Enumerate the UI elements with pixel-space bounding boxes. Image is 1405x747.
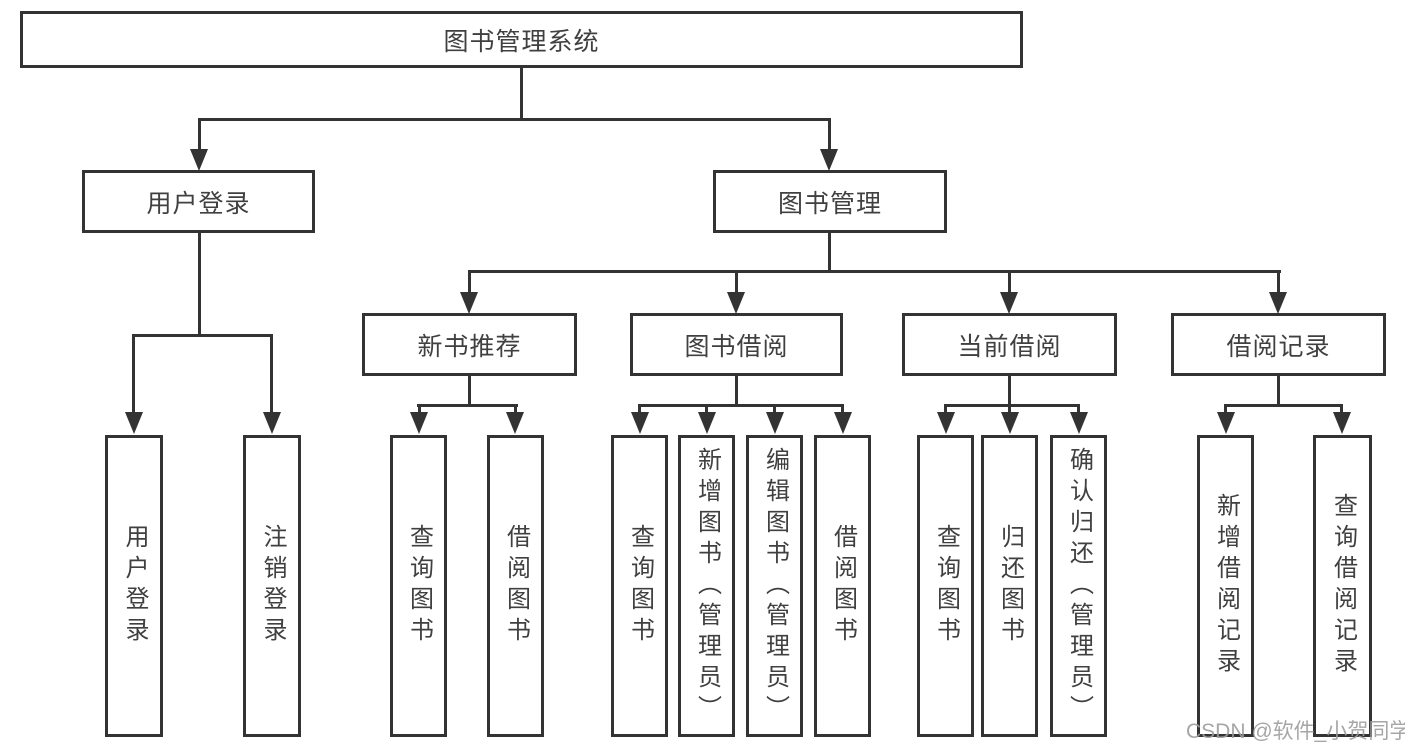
arrow-down-icon bbox=[410, 412, 428, 434]
node-library-system: 图书管理系统 bbox=[20, 11, 1023, 68]
edge-drop bbox=[418, 404, 421, 414]
arrow-down-icon bbox=[1269, 292, 1287, 314]
edge-new-books-stem bbox=[468, 376, 471, 407]
arrow-down-icon bbox=[190, 149, 208, 171]
edge-drop bbox=[1008, 404, 1011, 414]
arrow-down-icon bbox=[1333, 412, 1351, 434]
edge-borrow-rail bbox=[638, 404, 844, 407]
arrow-down-icon bbox=[937, 412, 955, 434]
edge-drop bbox=[468, 270, 471, 295]
edge-current-stem bbox=[1008, 376, 1011, 407]
edge-current-rail bbox=[944, 404, 1079, 407]
leaf-edit-books-admin: 编辑图书（管理员） bbox=[746, 435, 803, 737]
node-new-book-recommend: 新书推荐 bbox=[362, 313, 577, 376]
node-label: 图书借阅 bbox=[684, 332, 789, 361]
node-label: 确认归还（管理员） bbox=[1065, 446, 1093, 726]
node-label: 查询借阅记录 bbox=[1329, 493, 1357, 679]
edge-user-login-drop bbox=[198, 118, 201, 151]
arrow-down-icon bbox=[727, 292, 745, 314]
leaf-return-books: 归还图书 bbox=[981, 435, 1038, 737]
node-label: 用户登录 bbox=[121, 524, 148, 648]
node-label: 查询图书 bbox=[932, 524, 960, 648]
arrow-down-icon bbox=[460, 292, 478, 314]
node-label: 新增图书（管理员） bbox=[693, 446, 721, 726]
node-label: 当前借阅 bbox=[957, 332, 1062, 361]
leaf-query-borrow-record: 查询借阅记录 bbox=[1313, 435, 1372, 737]
node-label: 编辑图书（管理员） bbox=[761, 446, 789, 726]
node-label: 借阅记录 bbox=[1226, 332, 1331, 361]
edge-drop bbox=[270, 334, 273, 414]
edge-drop bbox=[705, 404, 708, 414]
leaf-query-books: 查询图书 bbox=[917, 435, 974, 737]
edge-drop bbox=[1008, 270, 1011, 295]
arrow-down-icon bbox=[1217, 412, 1235, 434]
arrow-down-icon bbox=[820, 149, 838, 171]
edge-new-books-rail bbox=[417, 404, 518, 407]
leaf-add-borrow-record: 新增借阅记录 bbox=[1197, 435, 1254, 737]
node-label: 查询图书 bbox=[405, 524, 433, 648]
edge-drop bbox=[735, 270, 738, 295]
node-label: 借阅图书 bbox=[502, 524, 530, 648]
node-label: 注销登录 bbox=[259, 524, 286, 648]
arrow-down-icon bbox=[1000, 292, 1018, 314]
arrow-down-icon bbox=[631, 412, 649, 434]
edge-drop bbox=[514, 404, 517, 414]
arrow-down-icon bbox=[125, 412, 143, 434]
arrow-down-icon bbox=[834, 412, 852, 434]
node-label: 新增借阅记录 bbox=[1212, 493, 1240, 679]
edge-records-stem bbox=[1277, 376, 1280, 407]
leaf-borrow-books: 借阅图书 bbox=[487, 435, 544, 737]
leaf-logout: 注销登录 bbox=[243, 435, 301, 737]
edge-book-mgmt-drop bbox=[828, 118, 831, 151]
edge-book-mgmt-rail bbox=[468, 270, 1281, 273]
node-book-borrowing: 图书借阅 bbox=[630, 313, 843, 376]
arrow-down-icon bbox=[766, 412, 784, 434]
arrow-down-icon bbox=[263, 412, 281, 434]
node-label: 用户登录 bbox=[146, 189, 251, 218]
node-label: 图书管理系统 bbox=[443, 27, 600, 56]
edge-drop bbox=[1277, 270, 1280, 295]
edge-borrow-stem bbox=[735, 376, 738, 407]
node-current-borrowing: 当前借阅 bbox=[902, 313, 1117, 376]
edge-drop bbox=[1340, 404, 1343, 414]
node-book-management: 图书管理 bbox=[713, 170, 947, 233]
edge-drop bbox=[1224, 404, 1227, 414]
node-user-login: 用户登录 bbox=[82, 170, 315, 233]
leaf-borrow-books: 借阅图书 bbox=[814, 435, 871, 737]
edge-user-login-rail bbox=[132, 334, 273, 337]
arrow-down-icon bbox=[698, 412, 716, 434]
edge-drop bbox=[944, 404, 947, 414]
leaf-query-books: 查询图书 bbox=[390, 435, 447, 737]
node-label: 借阅图书 bbox=[829, 524, 857, 648]
edge-user-login-stem bbox=[198, 233, 201, 337]
edge-drop bbox=[773, 404, 776, 414]
node-borrow-records: 借阅记录 bbox=[1171, 313, 1386, 376]
leaf-user-login: 用户登录 bbox=[105, 435, 163, 737]
arrow-down-icon bbox=[506, 412, 524, 434]
edge-records-rail bbox=[1226, 404, 1343, 407]
edge-drop bbox=[1077, 404, 1080, 414]
node-label: 图书管理 bbox=[777, 189, 882, 218]
edge-drop bbox=[132, 334, 135, 414]
node-label: 新书推荐 bbox=[417, 332, 522, 361]
edge-root-rail bbox=[198, 118, 831, 121]
edge-drop bbox=[638, 404, 641, 414]
arrow-down-icon bbox=[1070, 412, 1088, 434]
arrow-down-icon bbox=[1001, 412, 1019, 434]
leaf-query-books: 查询图书 bbox=[611, 435, 668, 737]
leaf-add-books-admin: 新增图书（管理员） bbox=[678, 435, 735, 737]
leaf-confirm-return-admin: 确认归还（管理员） bbox=[1050, 435, 1107, 737]
edge-drop bbox=[841, 404, 844, 414]
node-label: 归还图书 bbox=[996, 524, 1024, 648]
csdn-watermark: CSDN @软件_小贺同学 bbox=[1186, 720, 1405, 743]
node-label: 查询图书 bbox=[626, 524, 654, 648]
edge-root-stem bbox=[520, 67, 523, 120]
edge-book-mgmt-stem bbox=[828, 233, 831, 273]
